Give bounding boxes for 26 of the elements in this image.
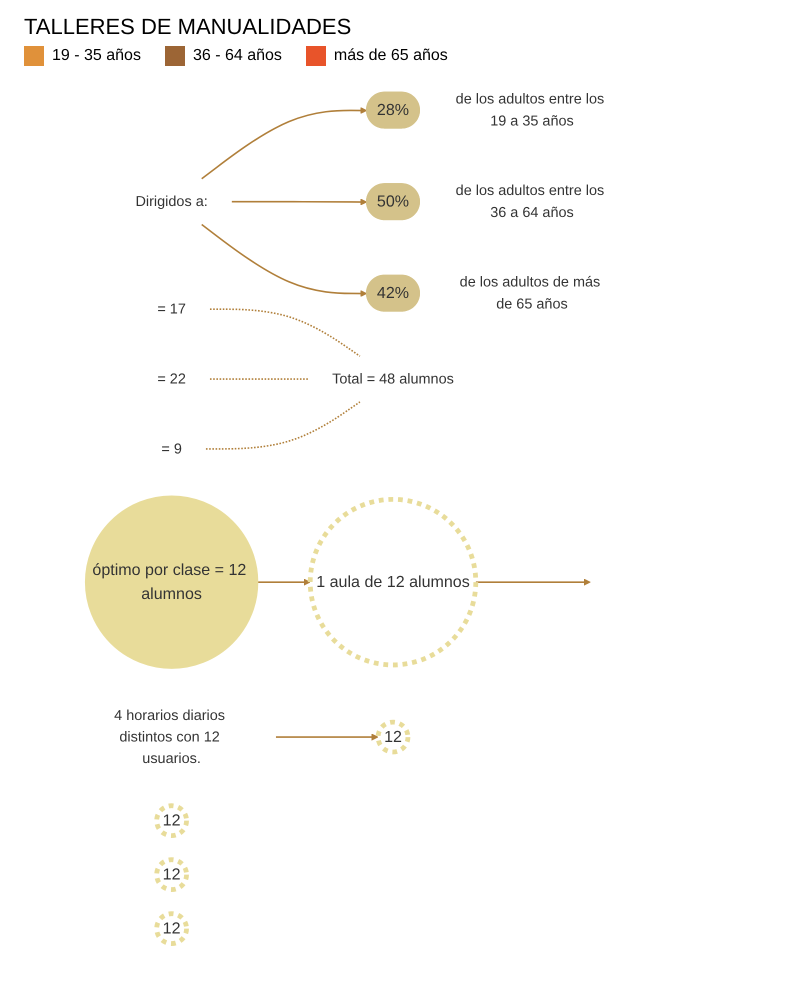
- connector: [210, 378, 308, 380]
- node-label: de los adultos de más de 65 años: [460, 274, 600, 312]
- connector: [210, 308, 360, 357]
- node-circle: 12: [376, 720, 410, 754]
- node-text: = 9: [161, 440, 182, 457]
- arrow: [476, 578, 591, 586]
- node-text: = 17: [157, 300, 186, 317]
- node-circle: 1 aula de 12 alumnos: [308, 496, 478, 668]
- legend-label: más de 65 años: [334, 47, 448, 65]
- node-circle: 12: [154, 803, 189, 838]
- node-text: = 22: [157, 370, 186, 387]
- arrow: [201, 224, 368, 298]
- connector: [206, 401, 360, 450]
- node-circle: 12: [154, 911, 189, 946]
- legend-label: 36 - 64 años: [192, 47, 282, 65]
- node-circle: óptimo por clase = 12 alumnos: [84, 495, 258, 669]
- legend-label: 19 - 35 años: [52, 47, 141, 65]
- node-circle: 12: [154, 857, 189, 892]
- diagram-title: TALLERES DE MANUALIDADES: [24, 14, 352, 40]
- node-label: de los adultos entre los 36 a 64 años: [456, 182, 604, 220]
- node-label: de los adultos entre los 19 a 35 años: [456, 90, 604, 129]
- node-text: Dirigidos a:: [135, 193, 208, 210]
- node-text: 4 horarios diarios distintos con 12 usuarios.: [114, 706, 226, 766]
- arrow: [232, 198, 368, 206]
- node-text: Total = 48 alumnos: [332, 370, 454, 387]
- arrow: [201, 106, 368, 180]
